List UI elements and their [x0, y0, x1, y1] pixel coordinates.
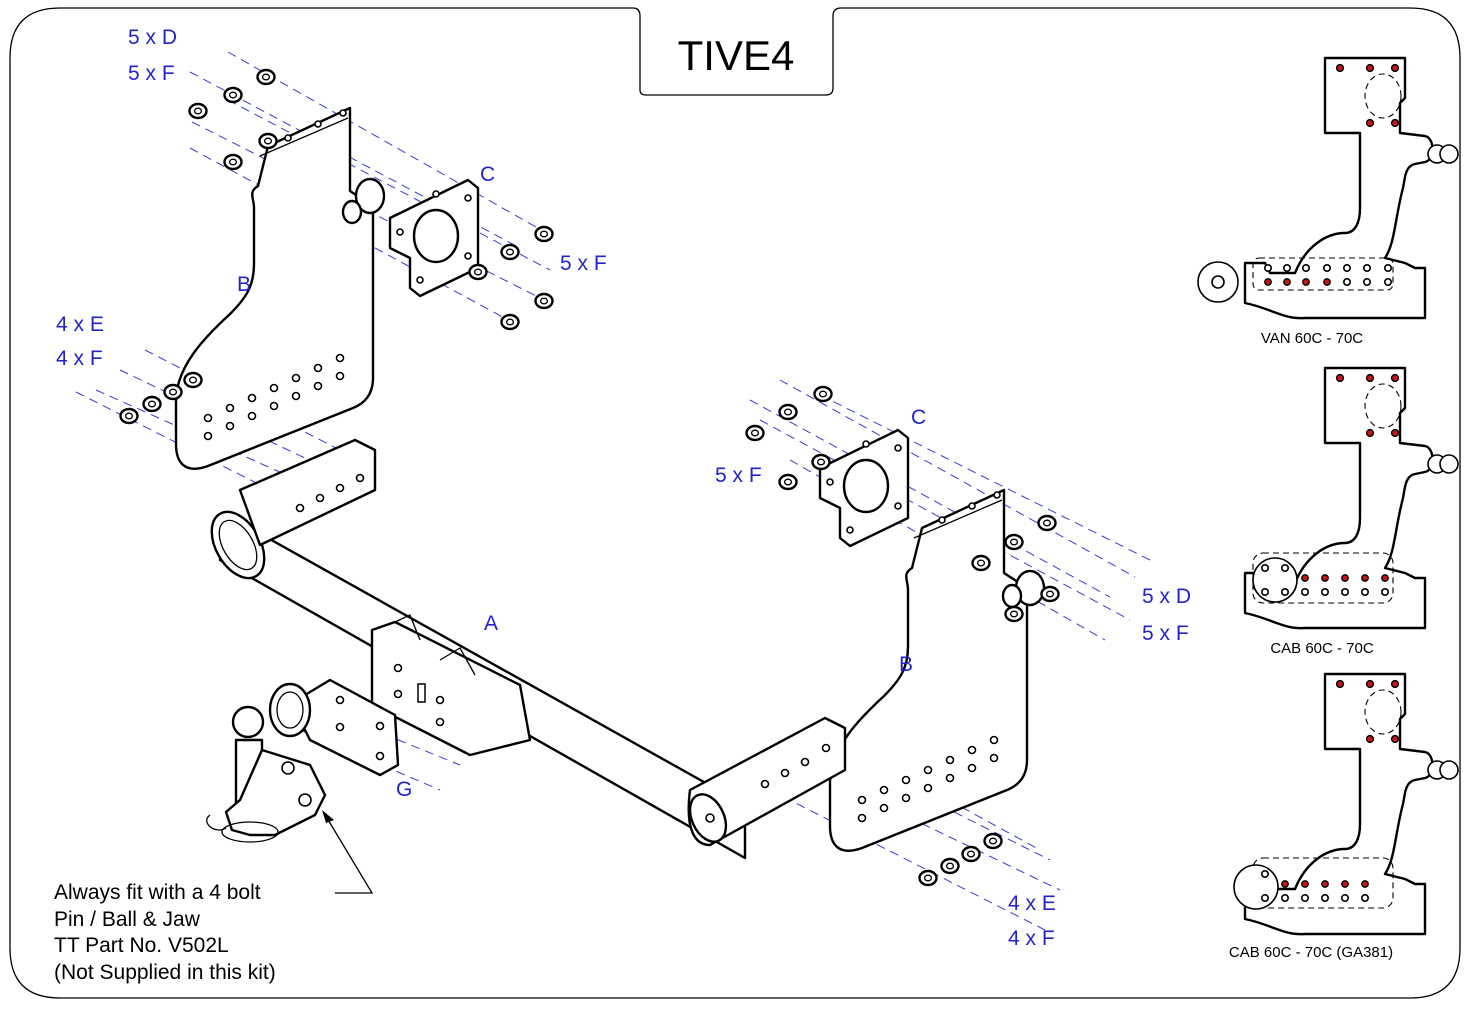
right-plate-c: [818, 428, 910, 548]
drawing-title: TIVE4: [678, 32, 795, 79]
label-b-right: B: [899, 653, 913, 676]
left-bracket-spigot: [341, 177, 386, 225]
label-top-f: 5 x F: [128, 62, 175, 85]
label-top-d: 5 x D: [128, 26, 177, 49]
variant-cab-caption: CAB 60C - 70C: [1270, 640, 1374, 657]
right-bracket-spigot: [1001, 569, 1046, 609]
note-line-2: Pin / Ball & Jaw: [54, 908, 201, 931]
label-e-left: 4 x E: [56, 313, 104, 336]
variant-van: VAN 60C - 70C: [1197, 56, 1460, 347]
pin-ball-and-jaw-hitch: [206, 682, 327, 843]
label-g: G: [396, 778, 412, 801]
variant-cab: CAB 60C - 70C: [1243, 366, 1460, 657]
label-f-right: 5 x F: [1142, 622, 1189, 645]
label-f-left-plate: 5 x F: [560, 252, 607, 275]
label-b-left: B: [237, 273, 251, 296]
drawing-border: [9, 7, 1461, 999]
label-f-right-plate: 5 x F: [715, 464, 762, 487]
right-side-bracket-b: [828, 488, 1029, 852]
variant-cab-ga381-caption: CAB 60C - 70C (GA381): [1229, 944, 1393, 961]
main-crossbar-a: [210, 438, 847, 860]
fitting-note: Always fit with a 4 bolt Pin / Ball & Ja…: [54, 810, 374, 984]
note-line-4: (Not Supplied in this kit): [54, 961, 276, 984]
variant-van-caption: VAN 60C - 70C: [1261, 330, 1363, 347]
label-a: A: [484, 612, 498, 635]
note-line-3: TT Part No. V502L: [54, 934, 229, 957]
label-c-left: C: [480, 163, 495, 186]
variant-cab-ga381: CAB 60C - 70C (GA381): [1229, 672, 1460, 961]
left-side-bracket-b: [174, 106, 375, 470]
label-c-right: C: [911, 406, 926, 429]
label-e-right: 4 x E: [1008, 892, 1056, 915]
label-d-right: 5 x D: [1142, 585, 1191, 608]
left-plate-c: [388, 178, 480, 298]
label-f-right-bottom: 4 x F: [1008, 927, 1055, 950]
label-f-left-bottom: 4 x F: [56, 347, 103, 370]
note-line-1: Always fit with a 4 bolt: [54, 881, 261, 904]
